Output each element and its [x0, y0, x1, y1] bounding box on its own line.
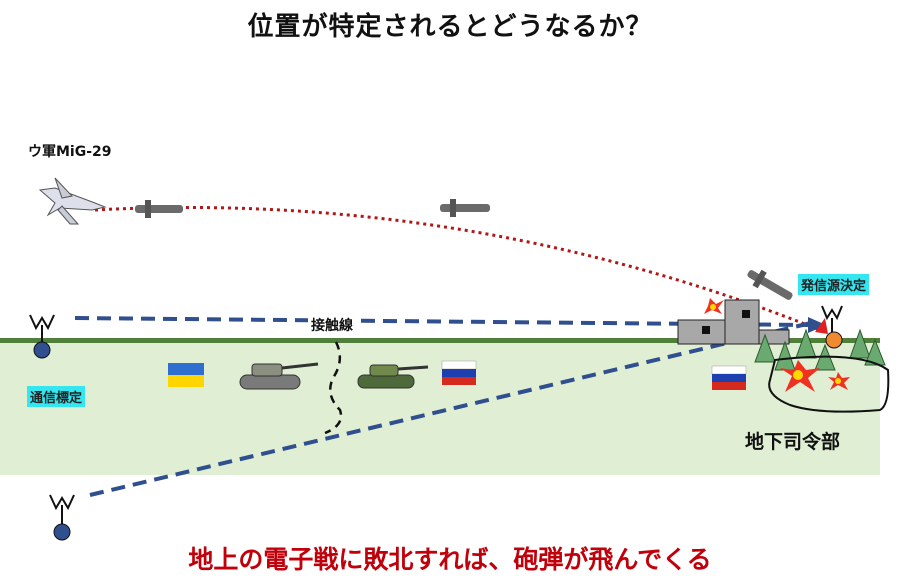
page-title: 位置が特定されるとどうなるか？ [247, 12, 653, 42]
tank-icon [357, 364, 429, 389]
antenna-icon [49, 494, 75, 541]
mig29-aircraft-icon [38, 177, 107, 225]
ground-area [0, 340, 880, 475]
explosion-icon [828, 372, 850, 390]
underground-hq-outline [768, 355, 890, 413]
underground-hq-label: 地下司令部 [745, 431, 841, 453]
missile-icon [135, 200, 183, 218]
explosion-icon [704, 298, 724, 314]
contact-line [324, 341, 343, 435]
source-determined-label: 発信源決定 [798, 274, 870, 295]
russia-flag-icon [441, 360, 477, 385]
russia-flag-icon [711, 365, 747, 390]
footer-caption: 地上の電子戦に敗北すれば、砲弾が飛んでくる [188, 545, 712, 574]
ukraine-flag-icon [168, 363, 204, 387]
building-icon [677, 299, 790, 345]
antenna-icon [29, 314, 55, 359]
explosion-icon [780, 360, 820, 392]
tank-icon [239, 362, 319, 390]
signal-line-top [74, 316, 809, 327]
contact-line-label: 接触線 [308, 315, 356, 335]
arrowhead-icon [808, 317, 826, 333]
ground-line [0, 338, 880, 343]
missile-icon [747, 269, 793, 300]
impact-marker-icon [815, 318, 828, 334]
signal-line-bottom [89, 320, 816, 497]
direction-finding-label: 通信標定 [27, 386, 86, 407]
missile-icon [440, 199, 490, 217]
aircraft-label: ウ軍MiG-29 [28, 144, 112, 160]
missile-trajectory [94, 206, 821, 332]
antenna-icon [821, 305, 843, 349]
